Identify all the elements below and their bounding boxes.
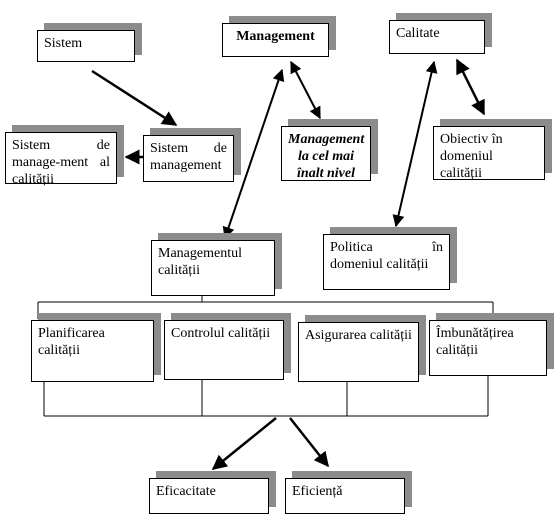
arrow-management-to-nivel	[290, 60, 321, 120]
node-planificarea: Planificarea calității	[31, 320, 154, 382]
node-asigurarea-label: Asigurarea calității	[305, 328, 412, 343]
node-management-nivel: Management la cel mai înalt nivel	[281, 126, 371, 181]
node-eficienta: Eficiență	[285, 478, 405, 514]
node-politica-label: Politica în domeniul calității	[330, 240, 443, 272]
node-sistem: Sistem	[37, 30, 135, 62]
node-eficacitate: Eficacitate	[149, 478, 269, 514]
arrow-calitate-to-obiectiv	[455, 58, 486, 116]
node-politica: Politica în domeniul calității	[323, 234, 450, 290]
node-management: Management	[222, 23, 329, 57]
arrow-to-eficacitate	[211, 417, 277, 470]
node-controlul: Controlul calității	[164, 320, 284, 380]
node-eficacitate-label: Eficacitate	[156, 484, 216, 499]
node-managementul-calitatii-label: Managementul calității	[158, 246, 242, 278]
node-sistem-management-calitate-label: Sistem de manage-ment al calității	[12, 138, 110, 187]
node-sistem-management-label: Sistem de management	[150, 141, 227, 173]
node-controlul-label: Controlul calității	[171, 326, 271, 341]
node-sistem-management: Sistem de management	[143, 135, 234, 182]
node-obiectiv-label: Obiectiv în domeniul calității	[440, 132, 503, 181]
node-obiectiv: Obiectiv în domeniul calității	[433, 126, 545, 181]
node-imbunatatirea-label: Îmbunătățirea calității	[436, 326, 514, 358]
node-sistem-label: Sistem	[44, 36, 83, 51]
node-management-nivel-label: Management la cel mai înalt nivel	[288, 132, 365, 181]
arrow-management-to-managementul-calitatii	[222, 68, 285, 240]
node-calitate: Calitate	[389, 20, 485, 54]
node-sistem-management-calitate: Sistem de manage-ment al calității	[5, 132, 117, 187]
node-eficienta-label: Eficiență	[292, 484, 343, 499]
node-managementul-calitatii: Managementul calității	[151, 240, 275, 296]
arrow-calitate-to-politica	[392, 60, 438, 228]
node-management-label: Management	[236, 29, 315, 44]
node-planificarea-label: Planificarea calității	[38, 326, 105, 358]
arrow-sistem-to-sistem-management	[91, 69, 178, 127]
arrow-to-eficienta	[289, 417, 329, 468]
node-imbunatatirea: Îmbunătățirea calității	[429, 320, 547, 376]
node-calitate-label: Calitate	[396, 26, 440, 41]
node-asigurarea: Asigurarea calității	[298, 322, 419, 382]
